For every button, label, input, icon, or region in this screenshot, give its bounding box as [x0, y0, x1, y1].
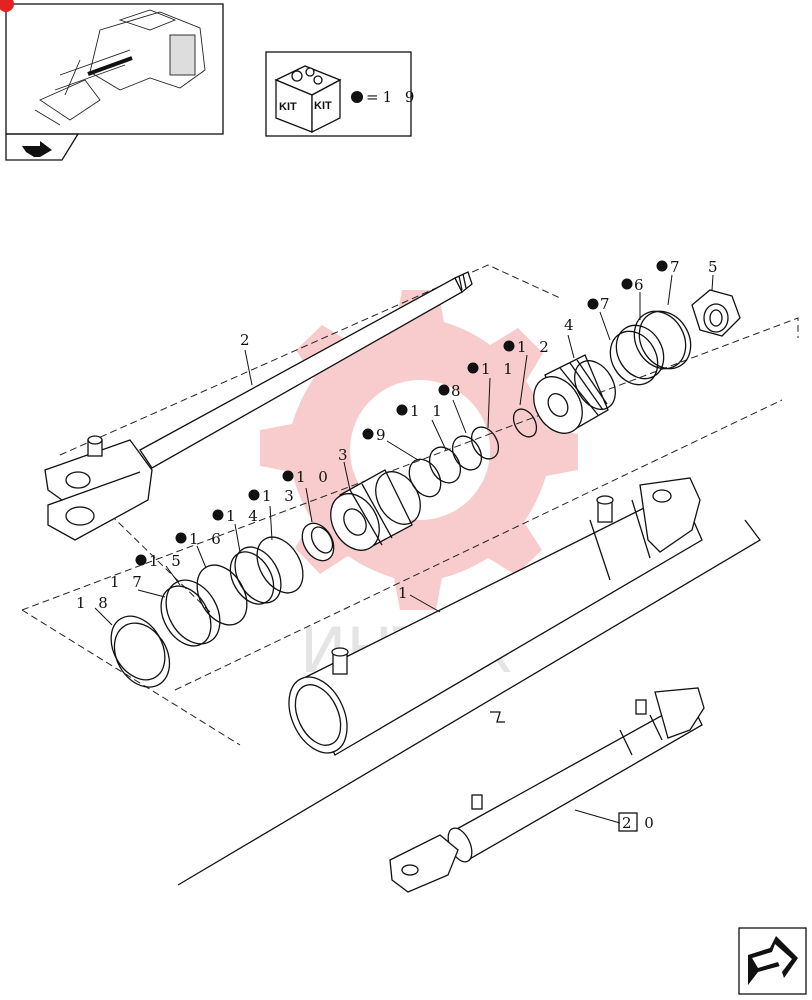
part-label-18: 1 8 [76, 594, 112, 612]
assembly-outline [21, 264, 799, 746]
corner-badge [0, 0, 14, 12]
part-label-12: 1 3 [262, 487, 298, 505]
part-label-8: 8 [451, 382, 465, 400]
kit-dot-icon [396, 404, 408, 416]
kit-legend: KIT KIT =1 9 [265, 51, 418, 137]
thumbnail-frame [5, 3, 224, 135]
part-label-20: 2 0 [622, 814, 658, 832]
kit-dot-icon [175, 532, 187, 544]
seal-ring-10-inner [310, 526, 334, 554]
kit-dot-icon [438, 384, 450, 396]
part-label-11-lower: 1 1 [410, 402, 446, 420]
lower-outline [177, 519, 761, 886]
part-label-3: 3 [338, 446, 352, 464]
seals-upper[interactable] [601, 302, 701, 393]
seals-lower[interactable] [100, 529, 312, 689]
thumbnail-panel[interactable] [0, 0, 224, 161]
part-label-15: 1 5 [149, 552, 185, 570]
kit-dot-icon [503, 340, 515, 352]
cylinder-barrel[interactable] [278, 477, 703, 762]
kit-dot-icon [656, 260, 668, 272]
part-label-16: 1 6 [189, 530, 225, 548]
kit-dot-icon [282, 470, 294, 482]
complete-cylinder[interactable] [389, 687, 705, 893]
part-labels: 2 5 7 6 7 4 1 2 1 1 8 1 1 9 3 1 0 1 3 1 … [76, 258, 722, 832]
kit-legend-frame [265, 51, 412, 137]
piston[interactable] [524, 353, 624, 441]
part-label-14: 1 2 [517, 338, 553, 356]
part-label-2: 2 [240, 331, 254, 349]
gland[interactable] [321, 464, 429, 559]
kit-dot-icon [351, 91, 363, 103]
kit-label-left: KIT [279, 101, 297, 113]
part-label-7-lower: 7 [600, 295, 614, 313]
piston-rod[interactable] [44, 271, 473, 541]
leader-lines [94, 274, 714, 824]
kit-dot-icon [362, 428, 374, 440]
outline-break [490, 711, 505, 723]
kit-label-right: KIT [314, 100, 332, 112]
kit-box-icon: KIT KIT [274, 65, 342, 134]
nav-tab [5, 133, 80, 161]
part-label-7-upper: 7 [670, 258, 684, 276]
part-label-10: 1 0 [296, 468, 332, 486]
kit-dot-icon [248, 489, 260, 501]
part-label-9: 9 [376, 426, 390, 444]
kit-dot-icon [135, 554, 147, 566]
kit-dot-icon [467, 362, 479, 374]
back-arrow-icon[interactable] [22, 141, 52, 157]
part-label-20-box [618, 812, 638, 832]
kit-dot-icon [587, 298, 599, 310]
kit-dot-icon [212, 509, 224, 521]
kit-equals-text: =1 9 [366, 88, 418, 106]
part-label-6: 6 [634, 276, 648, 294]
seals-middle[interactable] [403, 405, 541, 502]
part-label-17: 1 7 [110, 573, 146, 591]
part-label-4: 4 [564, 316, 578, 334]
kit-dot-markers [135, 260, 668, 566]
nut[interactable] [691, 289, 741, 337]
part-label-11-upper: 1 1 [481, 360, 517, 378]
part-label-5: 5 [708, 258, 722, 276]
kit-dot-icon [621, 278, 633, 290]
next-page-arrow-icon[interactable] [738, 927, 807, 995]
part-label-1: 1 [398, 584, 412, 602]
part-label-13: 1 4 [226, 507, 262, 525]
tractor-assembly-thumbnail [34, 9, 206, 126]
